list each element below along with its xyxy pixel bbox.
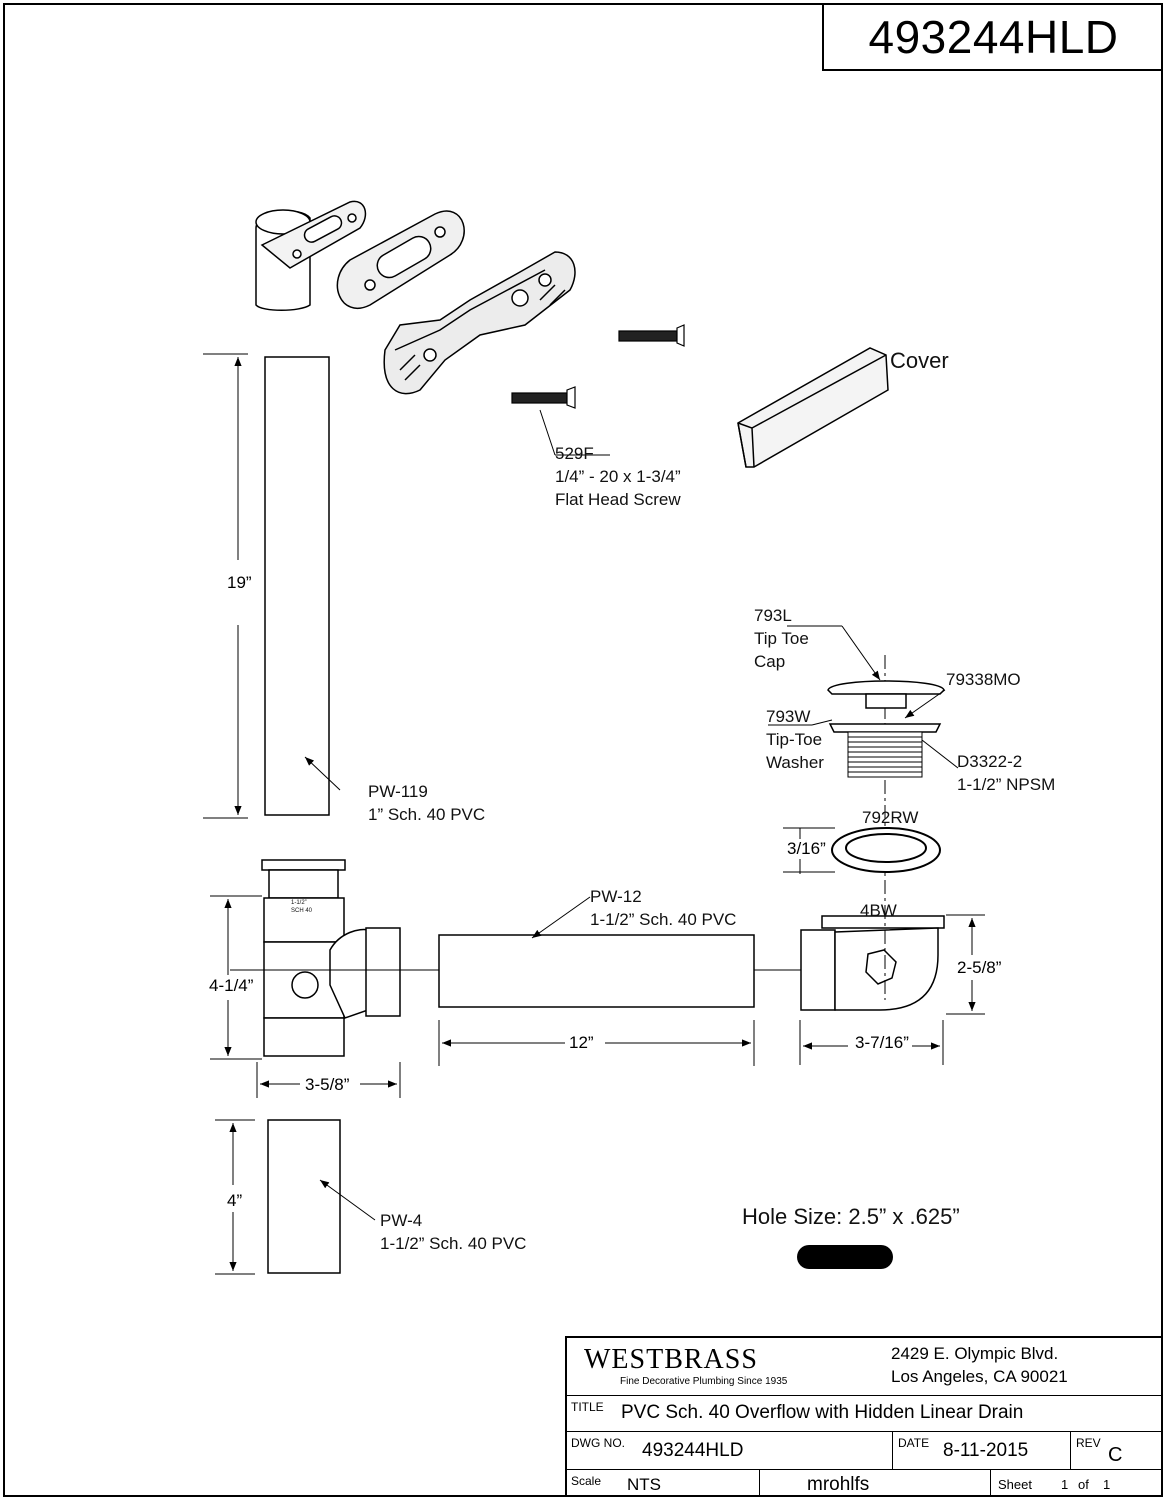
rev-value: C [1108,1444,1123,1466]
company-logo-text: WESTBRASS [584,1344,758,1375]
overflow-bracket-part [383,251,576,395]
dim-12: 12” [566,1033,597,1053]
pipe-4-desc-label: 1-1/2” Sch. 40 PVC [380,1234,527,1253]
drawing-number-header: 493244HLD [822,3,1163,71]
sheet-label: Sheet [998,1477,1032,1492]
dim-2-5-8: 2-5/8” [954,958,1005,978]
cap-part-label: 793L [754,606,792,625]
ring-part-label: 792RW [862,808,919,827]
address-line-2: Los Angeles, CA 90021 [891,1367,1068,1386]
washer-desc-2-label: Washer [766,753,824,772]
dim-4: 4” [224,1191,246,1211]
overflow-gasket-part [336,210,465,309]
flat-head-screw-lower [511,386,576,409]
dim-4-1-4: 4-1/4” [206,976,257,996]
tip-toe-washer-part [828,723,942,733]
dwg-no-label: DWG NO. [571,1436,625,1450]
scale-value: NTS [627,1475,661,1494]
washer-desc-1-label: Tip-Toe [766,730,823,749]
sheet-number: 1 [1061,1477,1069,1492]
screw-name-label: Flat Head Screw [555,490,681,509]
screw-size-label: 1/4” - 20 x 1-3/4” [555,467,681,486]
dim-19: 19” [224,573,255,593]
title-block-title-row: TITLE PVC Sch. 40 Overflow with Hidden L… [567,1396,1163,1432]
address-line-1: 2429 E. Olympic Blvd. [891,1344,1059,1363]
shoe-part-label: 4BW [860,901,897,920]
cover-label: Cover [890,348,949,373]
drain-body-part [847,731,923,778]
sheet-total: 1 [1103,1477,1111,1492]
pipe-12-part-label: PW-12 [590,887,642,906]
pipe-4-part-label: PW-4 [380,1211,423,1230]
overflow-tee-part [261,859,401,1057]
pipe-19-part-label: PW-119 [368,782,428,801]
washer-part-label: 793W [766,707,811,726]
tee-size-label: 1-1/2” [291,900,307,906]
dim-3-7-16: 3-7/16” [852,1033,912,1053]
hole-slot-shape [797,1245,893,1269]
title-field-label: TITLE [571,1400,604,1414]
overflow-elbow-part [255,200,367,311]
dwg-no-value: 493244HLD [642,1440,744,1461]
pipe-pw-119 [264,356,330,816]
body-desc-label: 1-1/2” NPSM [957,775,1056,794]
scale-label: Scale [571,1474,602,1488]
dim-3-16: 3/16” [784,839,829,859]
date-label: DATE [898,1436,930,1450]
title-block-dwg-row: DWG NO. 493244HLD DATE 8-11-2015 REV C [567,1432,1163,1470]
company-tagline: Fine Decorative Plumbing Since 1935 [620,1376,788,1387]
pipe-pw-12 [438,934,755,1008]
tee-sch-label: SCH 40 [291,908,313,914]
date-value: 8-11-2015 [943,1440,1029,1461]
title-block-scale-row: Scale NTS mrohlfs Sheet 1 of 1 [567,1470,1163,1497]
drawing-title: PVC Sch. 40 Overflow with Hidden Linear … [621,1402,1024,1423]
body-part-label: D3322-2 [957,752,1023,771]
drain-shoe-part [800,915,945,1011]
cap-desc-2-label: Cap [754,652,786,671]
drawn-by-value: mrohlfs [807,1474,870,1495]
sheet-of-label: of [1078,1477,1089,1492]
hole-size-label: Hole Size: 2.5” x .625” [742,1204,960,1229]
dim-3-5-8: 3-5/8” [302,1075,353,1095]
flat-head-screw-upper [618,324,685,347]
title-block: WESTBRASS Fine Decorative Plumbing Since… [565,1336,1163,1497]
pipe-19-desc-label: 1” Sch. 40 PVC [368,805,486,824]
cap-desc-1-label: Tip Toe [754,629,809,648]
drawing-frame [3,3,1163,1497]
title-block-company-row: WESTBRASS Fine Decorative Plumbing Since… [567,1338,1163,1396]
cover-part [737,347,889,468]
tip-toe-cap-part [827,680,945,709]
stopper-part-label: 79338MO [946,670,1021,689]
screw-part-label: 529F [555,444,594,463]
rubber-washer-part [831,827,941,873]
pipe-12-desc-label: 1-1/2” Sch. 40 PVC [590,910,737,929]
pipe-pw-4 [267,1119,341,1274]
rev-label: REV [1076,1436,1101,1450]
